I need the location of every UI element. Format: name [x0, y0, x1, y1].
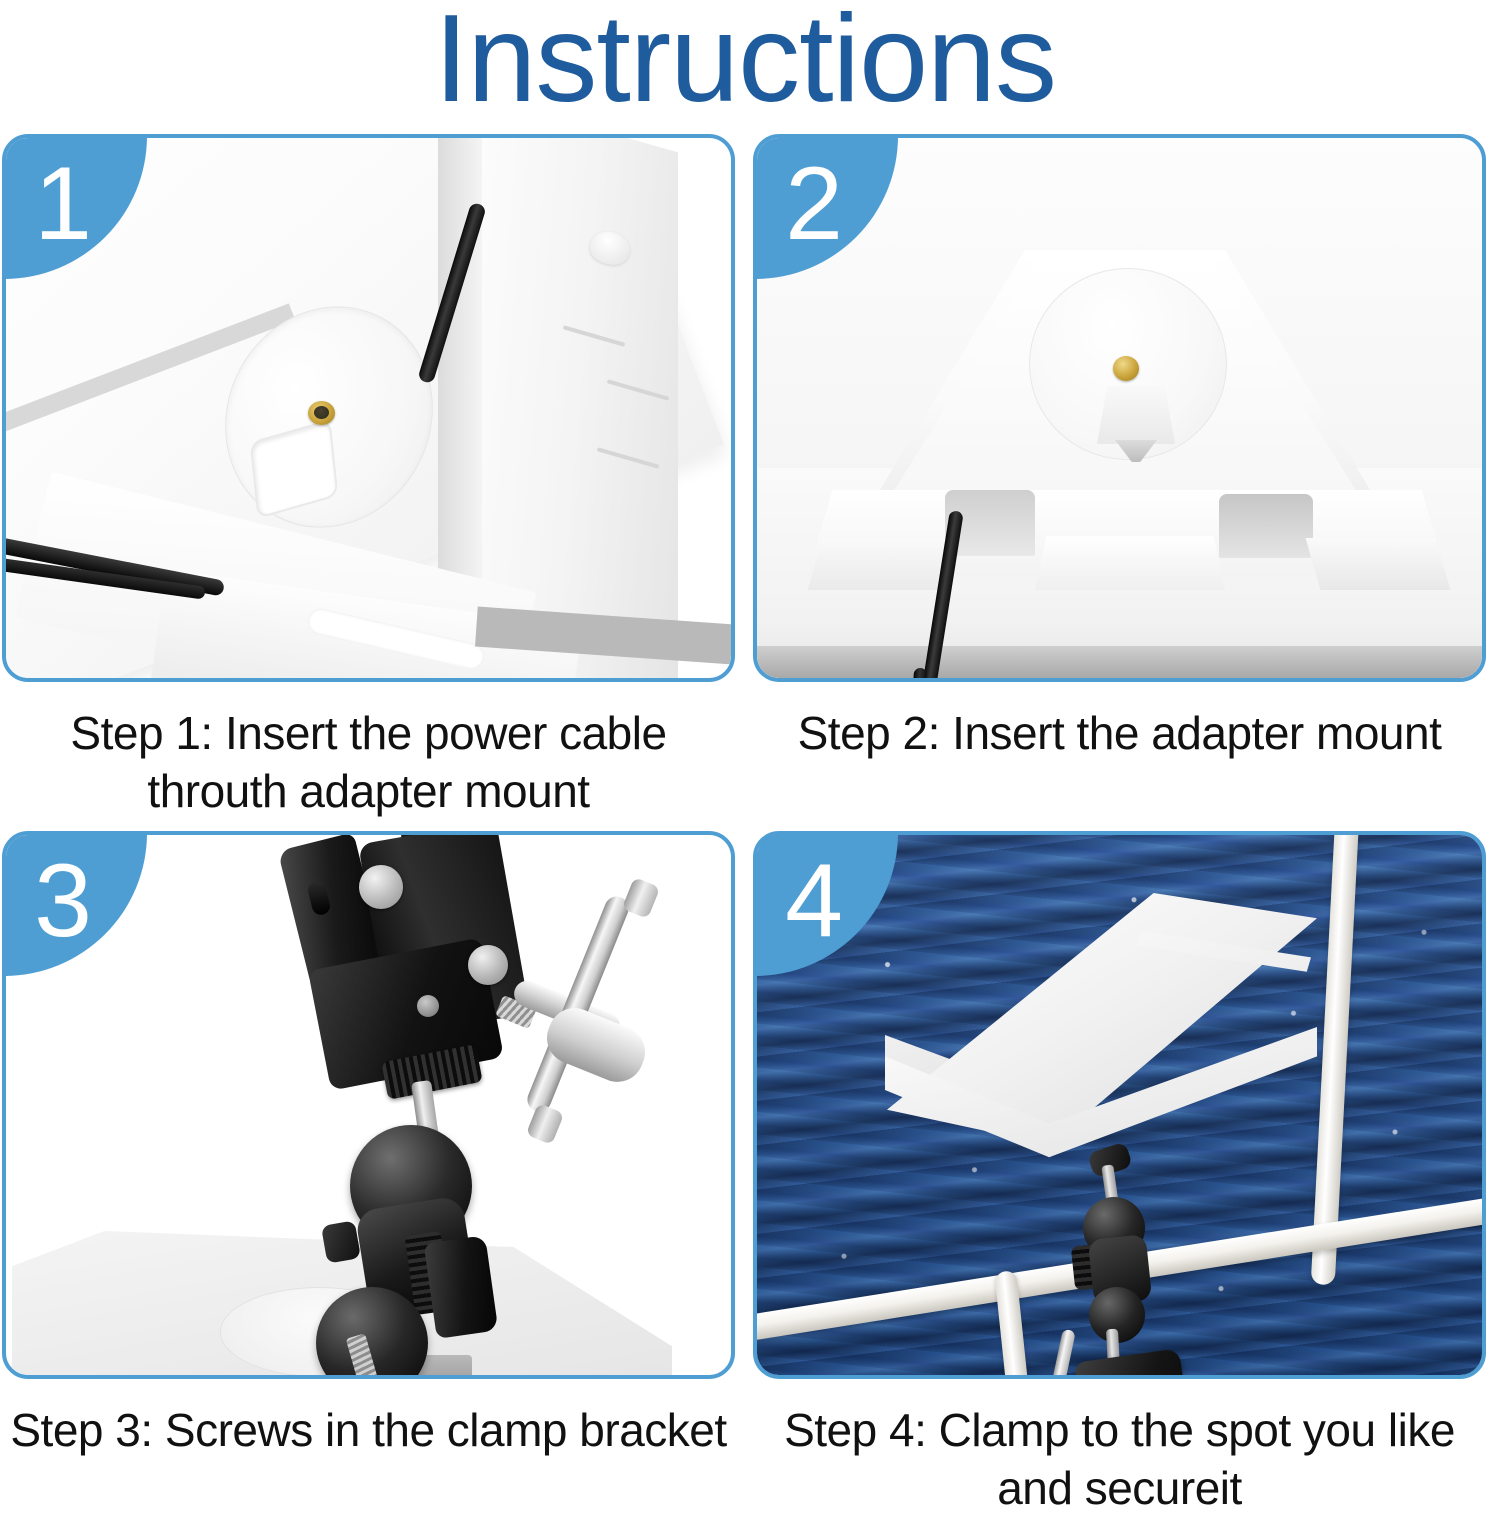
step-image-4 [757, 835, 1482, 1375]
brass-insert-hole [314, 406, 329, 419]
clamp-pin [417, 995, 439, 1017]
arm-nub [320, 1220, 362, 1264]
mount-rail-right [1305, 538, 1451, 590]
step-caption-2: Step 2: Insert the adapter mount [797, 707, 1442, 759]
step-caption-3: Step 3: Screws in the clamp bracket [10, 1404, 727, 1456]
clamp-pivot-lower [468, 945, 508, 985]
dish-base-slot [416, 1355, 472, 1375]
step-cell-1: 1 Step 1: Insert the power cable throuth… [2, 134, 735, 820]
steps-grid: 1 Step 1: Insert the power cable throuth… [0, 134, 1490, 1514]
step-panel-3: 3 [2, 831, 735, 1379]
mount-slot-right [1219, 494, 1313, 558]
deck-edge [757, 646, 1482, 678]
step-image-2 [757, 138, 1482, 678]
step-badge-1: 1 [6, 138, 147, 279]
step-number-1: 1 [34, 146, 92, 262]
step-cell-2: 2 Step 2: Insert the adapter mount [753, 134, 1486, 762]
step-panel-2: 2 [753, 134, 1486, 682]
step-cell-3: 3 Step 3: Screws in the clamp bracket [2, 831, 735, 1459]
step-panel-1: 1 [2, 134, 735, 682]
step-number-3: 3 [34, 843, 92, 959]
mount-boss [1097, 386, 1175, 444]
arm-lock-knob [423, 1235, 499, 1339]
step-number-4: 4 [785, 843, 843, 959]
step-image-1 [6, 138, 731, 678]
step-number-2: 2 [785, 146, 843, 262]
brass-insert [1113, 356, 1139, 381]
mount-rail-lip [1035, 536, 1225, 590]
mount-rail-left [807, 538, 959, 590]
clamp-pivot-upper [359, 865, 403, 909]
step-panel-4: 4 [753, 831, 1486, 1379]
step-cell-4: 4 Step 4: Clamp to the spot you like and… [753, 831, 1486, 1517]
step-caption-1: Step 1: Insert the power cable throuth a… [70, 707, 667, 817]
step-image-3 [6, 835, 731, 1375]
page-title: Instructions [433, 0, 1057, 128]
